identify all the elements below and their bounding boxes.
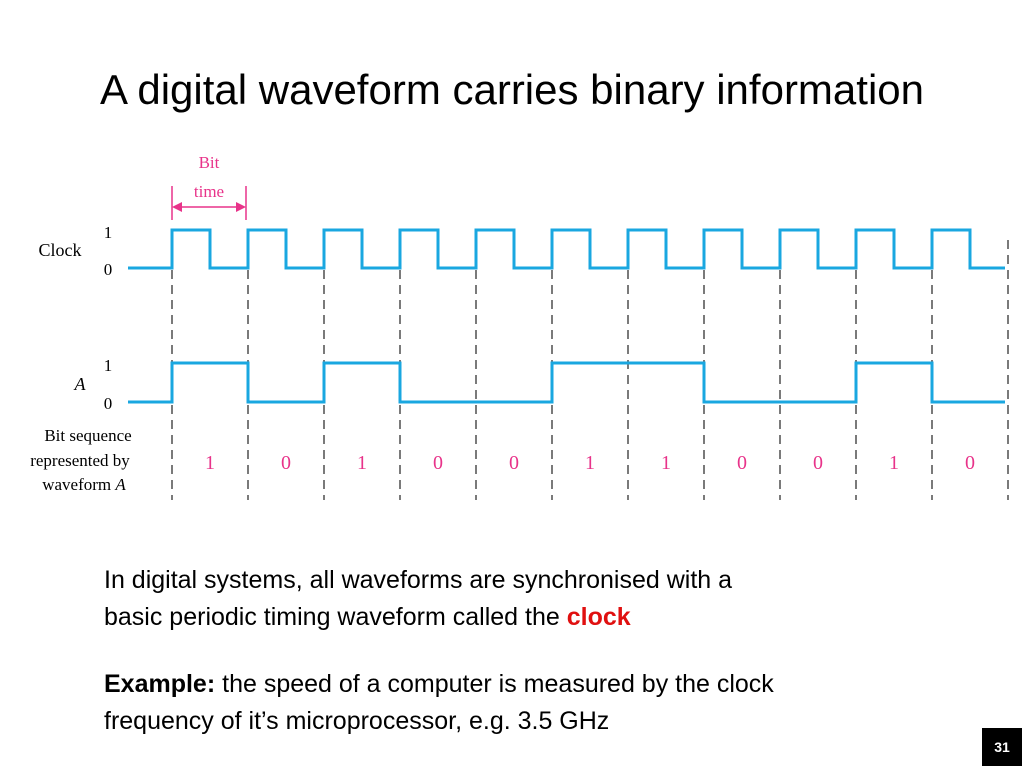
waveform-diagram: Bit time Clock 1 0 A 1 0 Bit sequence re…	[30, 153, 1009, 500]
clock-level-high: 1	[104, 223, 113, 242]
clock-label: Clock	[39, 240, 82, 260]
paragraph-example: Example: the speed of a computer is meas…	[104, 666, 964, 740]
bit-value: 1	[889, 452, 899, 474]
bit-time-label: Bit	[199, 153, 220, 172]
a-waveform	[128, 361, 1005, 404]
bit-sequence-label-1: Bit sequence	[44, 426, 131, 445]
bit-value: 0	[813, 452, 823, 474]
bit-time-arrow	[171, 186, 247, 220]
a-label: A	[74, 374, 87, 394]
bit-time-label-2: time	[194, 182, 224, 201]
p1-line2: basic periodic timing waveform called th…	[104, 603, 567, 631]
bit-value: 1	[357, 452, 367, 474]
bit-value: 1	[205, 452, 215, 474]
bit-sequence-label-2: represented by	[30, 451, 130, 470]
p1-line1: In digital systems, all waveforms are sy…	[104, 566, 733, 594]
slide-number: 31	[982, 728, 1022, 766]
p2-line2: frequency of it’s microprocessor, e.g. 3…	[104, 707, 610, 735]
p2-line1: the speed of a computer is measured by t…	[215, 670, 774, 698]
bit-boundary-lines	[171, 240, 1009, 500]
bit-value: 0	[433, 452, 443, 474]
bit-sequence-label-3-italic: A	[114, 475, 126, 494]
a-level-high: 1	[104, 356, 113, 375]
bit-value: 0	[509, 452, 519, 474]
clock-level-low: 0	[104, 260, 113, 279]
paragraph-clock: In digital systems, all waveforms are sy…	[104, 562, 964, 636]
example-label: Example:	[104, 670, 216, 698]
slide-title: A digital waveform carries binary inform…	[99, 66, 924, 113]
bit-value: 0	[965, 452, 975, 474]
a-level-low: 0	[104, 394, 113, 413]
bit-values: 1 0 1 0 0 1 1 0 0 1 0	[205, 452, 975, 474]
bit-value: 1	[661, 452, 671, 474]
clock-highlight: clock	[566, 603, 631, 631]
bit-sequence-label-3-text: waveform	[42, 475, 115, 494]
bit-sequence-label-3: waveform A	[42, 475, 126, 494]
bit-value: 1	[585, 452, 595, 474]
bit-value: 0	[737, 452, 747, 474]
bit-value: 0	[281, 452, 291, 474]
clock-waveform	[128, 228, 1005, 270]
